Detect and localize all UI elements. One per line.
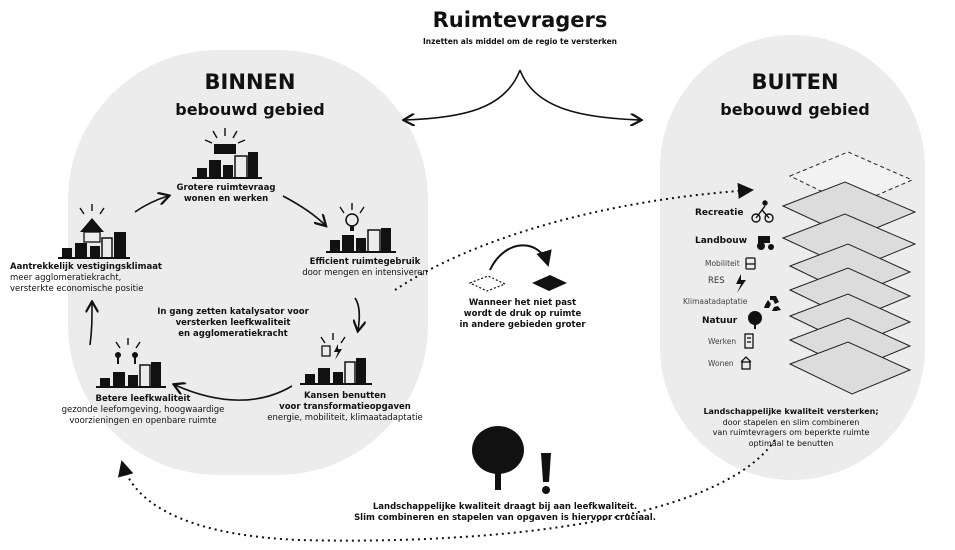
step-3-title: Kansen benutten [303, 391, 387, 401]
lightning-icon [736, 274, 746, 293]
step-betere-leefkwaliteit: Betere leefkwaliteit gezonde leefomgevin… [58, 394, 228, 427]
binnen-center-text: In gang zetten katalysator voor versterk… [148, 307, 318, 340]
buiten-caption: Landschappelijke kwaliteit versterken; d… [696, 407, 886, 449]
step-2-text: door mengen en intensiveren [302, 268, 428, 278]
layer-label-landbouw: Landbouw [695, 236, 748, 246]
step-aantrekkelijk: Aantrekkelijk vestigingsklimaat meer agg… [10, 262, 162, 295]
step-efficient: Efficient ruimtegebruik door mengen en i… [300, 257, 430, 279]
dotted-arrow-bottom [117, 439, 776, 542]
footer-line-2: Slim combineren en stapelen van opgaven … [354, 513, 656, 523]
buiten-caption-line-2: van ruimtevragers om beperkte ruimte [712, 428, 870, 437]
step-4-text-2: voorzieningen en openbare ruimte [69, 416, 217, 426]
buiten-title: BUITEN [751, 70, 839, 94]
step-1-title-2: wonen en werken [183, 194, 269, 204]
tree-large-icon [472, 426, 524, 490]
step-3-text: energie, mobiliteit, klimaatadaptatie [267, 413, 423, 423]
middle-line-3: in andere gebieden groter [459, 320, 586, 330]
center-line-2: versterken leefkwaliteit [175, 318, 291, 328]
step-grotere-ruimtevraag: Grotere ruimtevraag wonen en werken [170, 183, 282, 205]
middle-text: Wanneer het niet past wordt de druk op r… [455, 298, 590, 331]
binnen-subtitle: bebouwd gebied [175, 100, 325, 119]
step-5-text-2: versterkte economische positie [10, 284, 144, 294]
layer-label-mobiliteit: Mobiliteit [705, 259, 740, 268]
tree-icon [748, 311, 762, 329]
layer-label-natuur: Natuur [702, 316, 738, 326]
dotted-arrow-to-buiten [394, 182, 754, 291]
top-split-arrow [405, 69, 640, 120]
binnen-area [68, 50, 428, 475]
buiten-caption-line-1: door stapelen en slim combineren [722, 417, 860, 427]
buiten-subtitle: bebouwd gebied [720, 100, 870, 119]
bus-icon [745, 257, 756, 270]
middle-line-1: Wanneer het niet past [468, 298, 577, 308]
city-icon-4 [96, 338, 166, 388]
step-3-title-2: voor transformatieopgaven [279, 402, 411, 412]
buiten-caption-title: Landschappelijke kwaliteit versterken; [703, 407, 879, 416]
page-subtitle: Inzetten als middel om de regio te verst… [422, 37, 618, 46]
step-5-title: Aantrekkelijk vestigingsklimaat [10, 262, 162, 272]
house-icon [740, 356, 752, 370]
city-icon-1 [192, 128, 262, 179]
step-2-title: Efficient ruimtegebruik [309, 257, 421, 267]
page-title: Ruimtevragers [432, 8, 608, 32]
middle-line-2: wordt de druk op ruimte [463, 309, 582, 319]
step-kansen: Kansen benutten voor transformatieopgave… [265, 391, 425, 424]
step-4-title: Betere leefkwaliteit [95, 394, 191, 404]
city-icon-2 [326, 203, 396, 253]
layer-label-recreatie: Recreatie [695, 208, 744, 218]
buiten-caption-line-3: optimaal te benutten [748, 438, 834, 448]
layer-stack [781, 151, 917, 395]
city-icon-5 [58, 204, 130, 259]
footer-line-1: Landschappelijke kwaliteit draagt bij aa… [372, 502, 638, 512]
displacement-icon [468, 244, 567, 292]
tractor-icon [757, 236, 774, 250]
recycle-icon [764, 296, 781, 311]
step-4-text: gezonde leefomgeving, hoogwaardige [61, 405, 225, 415]
center-line-1: In gang zetten katalysator voor [157, 307, 309, 317]
exclamation-icon [541, 453, 551, 494]
layer-label-klimaatadaptatie: Klimaatadaptatie [683, 297, 748, 306]
layer-label-werken: Werken [708, 337, 737, 346]
office-icon [744, 333, 754, 349]
layer-label-wonen: Wonen [708, 359, 734, 368]
layer-label-res: RES [708, 276, 725, 286]
cycle-arrows [90, 196, 359, 401]
binnen-title: BINNEN [204, 70, 296, 94]
step-5-text: meer agglomeratiekracht, [10, 273, 122, 283]
footer-text: Landschappelijke kwaliteit draagt bij aa… [340, 502, 670, 524]
bicycle-icon [751, 200, 774, 223]
step-1-title: Grotere ruimtevraag [176, 183, 276, 193]
city-icon-3 [300, 333, 372, 385]
center-line-3: en agglomeratiekracht [178, 329, 288, 339]
